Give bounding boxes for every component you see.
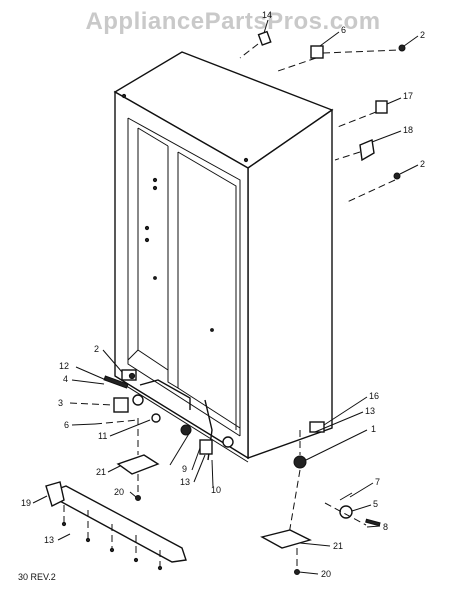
bushing-part-6 <box>310 45 324 59</box>
callout-label: 8 <box>383 522 388 532</box>
base-rail <box>119 381 249 463</box>
leader-line <box>94 419 139 425</box>
callout-label: 2 <box>420 159 425 169</box>
inner-liner-left <box>127 118 241 437</box>
hinge-pin-part-14 <box>257 30 272 46</box>
leader-line <box>274 57 317 73</box>
callout-labels: 14 6 2 17 18 2 2 12 4 3 6 11 16 13 1 9 1… <box>21 10 425 579</box>
clip-part-7 <box>339 492 353 501</box>
callout-label: 13 <box>180 477 190 487</box>
center-mullion <box>167 146 179 389</box>
leveler-part-11 <box>151 413 161 423</box>
callout-leaders <box>32 19 419 575</box>
bracket-part-16 <box>309 421 325 433</box>
leg-plate-part-21 <box>260 529 312 549</box>
lower-left-hardware <box>69 369 234 461</box>
callout-label: 2 <box>420 30 425 40</box>
hinge-block <box>121 369 137 381</box>
callout-label: 13 <box>44 535 54 545</box>
callout-label: 7 <box>375 477 380 487</box>
leader-line <box>239 43 259 59</box>
screw-part-4 <box>103 375 129 389</box>
revision-note: 30 REV.2 <box>18 572 56 582</box>
screw-dot <box>157 565 163 571</box>
callout-label: 5 <box>373 499 378 509</box>
bushing-part-6 <box>132 394 144 406</box>
liner-hole <box>210 328 214 332</box>
fresh-food-liner <box>177 151 237 430</box>
screw-dot <box>133 557 139 563</box>
leader-line <box>344 179 396 204</box>
callout-label: 18 <box>403 125 413 135</box>
leveler-bracket <box>139 379 191 410</box>
callout-label: 4 <box>63 374 68 384</box>
screw-part-2 <box>128 372 136 380</box>
wheel-part-5 <box>339 505 353 519</box>
inner-liner-top <box>127 117 241 436</box>
callout-label: 3 <box>58 398 63 408</box>
hinge-bracket-part-18 <box>359 139 375 162</box>
callout-label: 20 <box>114 487 124 497</box>
watermark: AppliancePartsPros.com <box>85 8 381 35</box>
hinge-part-3 <box>113 397 129 413</box>
callout-label: 6 <box>64 420 69 430</box>
liner-hole <box>144 225 150 231</box>
callout-label: 19 <box>21 498 31 508</box>
leader-line <box>334 151 361 161</box>
toe-grille-part-13 <box>54 485 187 563</box>
callout-label: 21 <box>96 467 106 477</box>
callout-label: 12 <box>59 361 69 371</box>
screw-dot <box>61 521 67 527</box>
callout-label: 21 <box>333 541 343 551</box>
grille-end-part-19 <box>45 481 65 507</box>
liner-hole <box>152 177 158 183</box>
leveler-part-9 <box>199 439 213 455</box>
callout-label: 16 <box>369 391 379 401</box>
callout-label: 13 <box>365 406 375 416</box>
leader-line <box>322 49 401 54</box>
fresh-food-floor-edge <box>177 387 241 429</box>
screw-dot <box>109 547 115 553</box>
callout-label: 6 <box>341 25 346 35</box>
callout-label: 17 <box>403 91 413 101</box>
screw-part-2 <box>393 172 401 180</box>
liner-hole <box>152 185 158 191</box>
callout-label: 14 <box>262 10 272 20</box>
liner-hole <box>153 276 157 280</box>
leader-line <box>287 469 301 541</box>
leader-line <box>334 111 377 129</box>
bushing-part-17 <box>375 100 388 114</box>
leveler-foot <box>222 436 234 448</box>
roller-part-1 <box>293 455 307 469</box>
callout-label: 20 <box>321 569 331 579</box>
corner-screw <box>243 157 249 163</box>
callout-label: 2 <box>94 344 99 354</box>
callout-label: 11 <box>98 431 107 441</box>
screw-dot <box>85 537 91 543</box>
foot-cap <box>180 424 192 436</box>
leg-plate-part-21 <box>116 454 160 475</box>
callout-label: 10 <box>211 485 221 495</box>
screw-part-20 <box>294 569 300 575</box>
liner-hole <box>144 237 150 243</box>
freezer-liner-top <box>137 127 169 147</box>
cabinet-side-panel <box>247 108 333 459</box>
callout-label: 9 <box>182 464 187 474</box>
base-parts <box>45 418 187 571</box>
screw-part-2 <box>398 44 406 52</box>
leader-line <box>69 402 115 406</box>
callout-label: 1 <box>371 424 376 434</box>
top-hardware <box>239 30 406 204</box>
screw-part-20 <box>135 495 141 501</box>
axle-dash <box>324 502 367 526</box>
corner-screw <box>121 93 127 99</box>
freezer-floor-edge <box>127 349 139 361</box>
screw-part-8 <box>365 518 381 527</box>
cabinet-shell <box>113 51 334 463</box>
